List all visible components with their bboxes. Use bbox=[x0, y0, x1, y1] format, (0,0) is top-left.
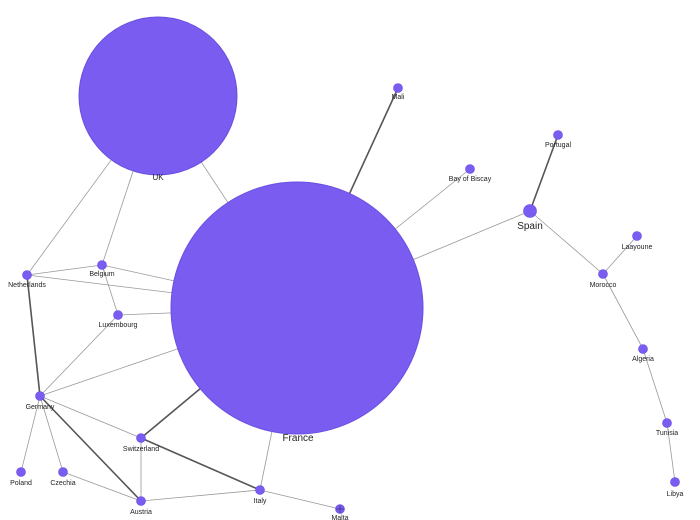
edge-luxembourg-germany bbox=[39, 314, 119, 397]
node-label-uk: UK bbox=[152, 173, 164, 182]
node-label-morocco: Morocco bbox=[590, 282, 617, 289]
node-tunisia[interactable] bbox=[662, 418, 672, 428]
node-uk[interactable] bbox=[78, 16, 238, 176]
edge-morocco-layoune bbox=[602, 235, 638, 275]
node-bay_of_biscay[interactable] bbox=[465, 164, 475, 174]
node-morocco[interactable] bbox=[598, 269, 608, 279]
edge-netherlands-belgium bbox=[26, 264, 103, 276]
node-libya[interactable] bbox=[670, 477, 680, 487]
node-label-tunisia: Tunisia bbox=[656, 430, 678, 437]
edge-italy-malta bbox=[259, 489, 341, 510]
node-switzerland[interactable] bbox=[136, 433, 146, 443]
node-label-malta: Malta bbox=[331, 515, 348, 520]
edge-tunisia-libya bbox=[666, 422, 676, 483]
node-spain[interactable] bbox=[523, 204, 537, 218]
node-label-mali: Mali bbox=[392, 94, 405, 101]
edge-spain-morocco bbox=[529, 210, 604, 275]
node-netherlands[interactable] bbox=[22, 270, 32, 280]
node-belgium[interactable] bbox=[97, 260, 107, 270]
node-label-switzerland: Switzerland bbox=[123, 446, 159, 453]
node-austria[interactable] bbox=[136, 496, 146, 506]
node-czechia[interactable] bbox=[58, 467, 68, 477]
node-label-layoune: Laayoune bbox=[622, 244, 653, 251]
edge-austria-italy bbox=[140, 489, 261, 502]
node-label-france: France bbox=[282, 433, 314, 444]
node-label-belgium: Belgium bbox=[89, 271, 114, 278]
edge-spain-portugal bbox=[529, 134, 559, 212]
node-italy[interactable] bbox=[255, 485, 265, 495]
nodes-layer bbox=[16, 16, 680, 514]
edge-algeria-tunisia bbox=[642, 348, 668, 424]
node-portugal[interactable] bbox=[553, 130, 563, 140]
node-label-poland: Poland bbox=[10, 480, 32, 487]
node-label-libya: Libya bbox=[667, 491, 684, 498]
node-label-portugal: Portugal bbox=[545, 142, 572, 149]
edge-germany-austria bbox=[39, 395, 142, 502]
node-germany[interactable] bbox=[35, 391, 45, 401]
malta-globe-icon bbox=[336, 505, 344, 513]
edge-czechia-austria bbox=[62, 471, 142, 502]
node-mali[interactable] bbox=[393, 83, 403, 93]
node-label-austria: Austria bbox=[130, 509, 152, 516]
node-label-algeria: Algeria bbox=[632, 356, 654, 363]
node-layoune[interactable] bbox=[632, 231, 642, 241]
node-label-italy: Italy bbox=[254, 498, 267, 505]
node-label-czechia: Czechia bbox=[50, 480, 75, 487]
edge-netherlands-germany bbox=[26, 274, 41, 397]
node-algeria[interactable] bbox=[638, 344, 648, 354]
node-label-germany: Germany bbox=[26, 404, 55, 411]
edge-belgium-luxembourg bbox=[101, 264, 119, 316]
node-luxembourg[interactable] bbox=[113, 310, 123, 320]
edge-switzerland-italy bbox=[140, 437, 261, 491]
node-label-netherlands: Netherlands bbox=[8, 282, 46, 289]
node-label-luxembourg: Luxembourg bbox=[99, 322, 138, 329]
node-poland[interactable] bbox=[16, 467, 26, 477]
edge-morocco-algeria bbox=[602, 273, 644, 350]
node-label-spain: Spain bbox=[517, 221, 543, 232]
node-france[interactable] bbox=[170, 181, 424, 435]
edge-germany-czechia bbox=[39, 395, 64, 473]
edge-germany-switzerland bbox=[39, 395, 142, 439]
edge-germany-poland bbox=[20, 395, 41, 473]
node-label-bay_of_biscay: Bay of Biscay bbox=[449, 176, 492, 183]
